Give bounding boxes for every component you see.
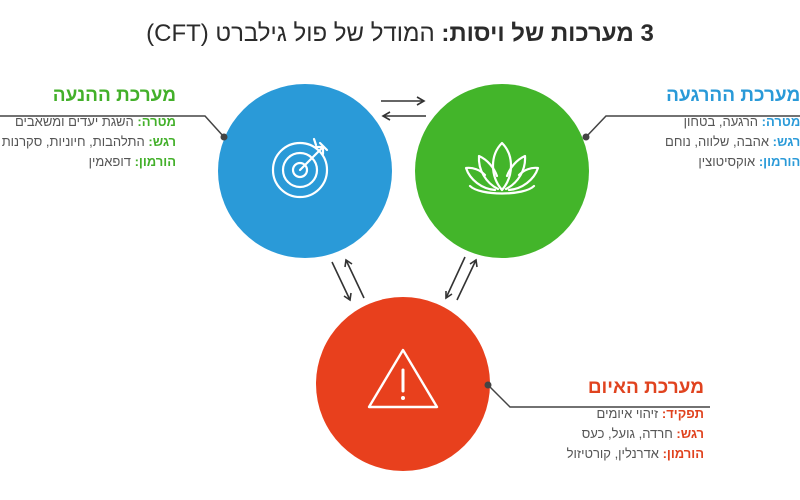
motivation-goal-row: מטרה: השגת יעדים ומשאבים — [2, 112, 176, 132]
leader-dot-threat — [484, 381, 492, 389]
hormone-value: אדרנלין, קורטיזול — [566, 446, 659, 461]
title-bold: 3 מערכות של ויסות: — [441, 20, 654, 47]
threat-role-row: תפקיד: זיהוי איומים — [567, 404, 704, 424]
goal-value: הרגעה, בטחון — [683, 114, 759, 129]
leader-line-threat — [487, 384, 710, 408]
arrows-motivation-soothing — [381, 96, 426, 121]
motivation-hormone-row: הורמון: דופאמין — [2, 152, 176, 172]
hormone-label: הורמון: — [134, 154, 176, 169]
soothing-system-name: מערכת ההרגעה — [666, 85, 800, 106]
role-value: זיהוי איומים — [596, 406, 659, 421]
hormone-label: הורמון: — [662, 446, 704, 461]
emotion-value: אהבה, שלווה, נוחם — [665, 134, 770, 149]
arrows-motivation-threat — [331, 258, 365, 302]
threat-system-name: מערכת האיום — [587, 377, 704, 398]
soothing-hormone-row: הורמון: אוקסיטוצין — [665, 152, 800, 172]
goal-label: מטרה: — [137, 114, 176, 129]
soothing-goal-row: מטרה: הרגעה, בטחון — [665, 112, 800, 132]
title-rest: המודל של פול גילברט (CFT) — [146, 20, 435, 47]
diagram-title: 3 מערכות של ויסות: המודל של פול גילברט (… — [0, 20, 800, 48]
emotion-label: רגש: — [676, 426, 704, 441]
goal-value: השגת יעדים ומשאבים — [14, 114, 134, 129]
hormone-value: דופאמין — [88, 154, 131, 169]
hormone-value: אוקסיטוצין — [698, 154, 756, 169]
hormone-label: הורמון: — [758, 154, 800, 169]
role-label: תפקיד: — [661, 406, 704, 421]
leader-dot-soothing — [582, 133, 590, 141]
leader-line-motivation — [0, 115, 225, 138]
motivation-circle — [218, 84, 392, 258]
leader-line-soothing — [585, 115, 800, 138]
threat-hormone-row: הורמון: אדרנלין, קורטיזול — [567, 444, 704, 464]
arrows-soothing-threat — [445, 256, 478, 301]
soothing-emotion-row: רגש: אהבה, שלווה, נוחם — [665, 132, 800, 152]
threat-system-info: מערכת האיום תפקיד: זיהוי איומים רגש: חרד… — [567, 378, 704, 464]
threat-emotion-row: רגש: חרדה, גועל, כעס — [567, 424, 704, 444]
soothing-system-info: מערכת ההרגעה מטרה: הרגעה, בטחון רגש: אהב… — [665, 86, 800, 172]
leader-dot-motivation — [220, 133, 228, 141]
emotion-value: התלהבות, חיוניות, סקרנות — [1, 134, 145, 149]
warning-icon — [367, 348, 439, 409]
soothing-circle — [415, 84, 589, 258]
lotus-icon — [464, 141, 540, 195]
motivation-system-name: מערכת ההנעה — [52, 85, 176, 106]
motivation-system-info: מערכת ההנעה מטרה: השגת יעדים ומשאבים רגש… — [2, 86, 176, 172]
emotion-label: רגש: — [772, 134, 800, 149]
goal-label: מטרה: — [761, 114, 800, 129]
emotion-value: חרדה, גועל, כעס — [581, 426, 673, 441]
motivation-emotion-row: רגש: התלהבות, חיוניות, סקרנות — [2, 132, 176, 152]
target-icon — [271, 137, 329, 199]
emotion-label: רגש: — [148, 134, 176, 149]
